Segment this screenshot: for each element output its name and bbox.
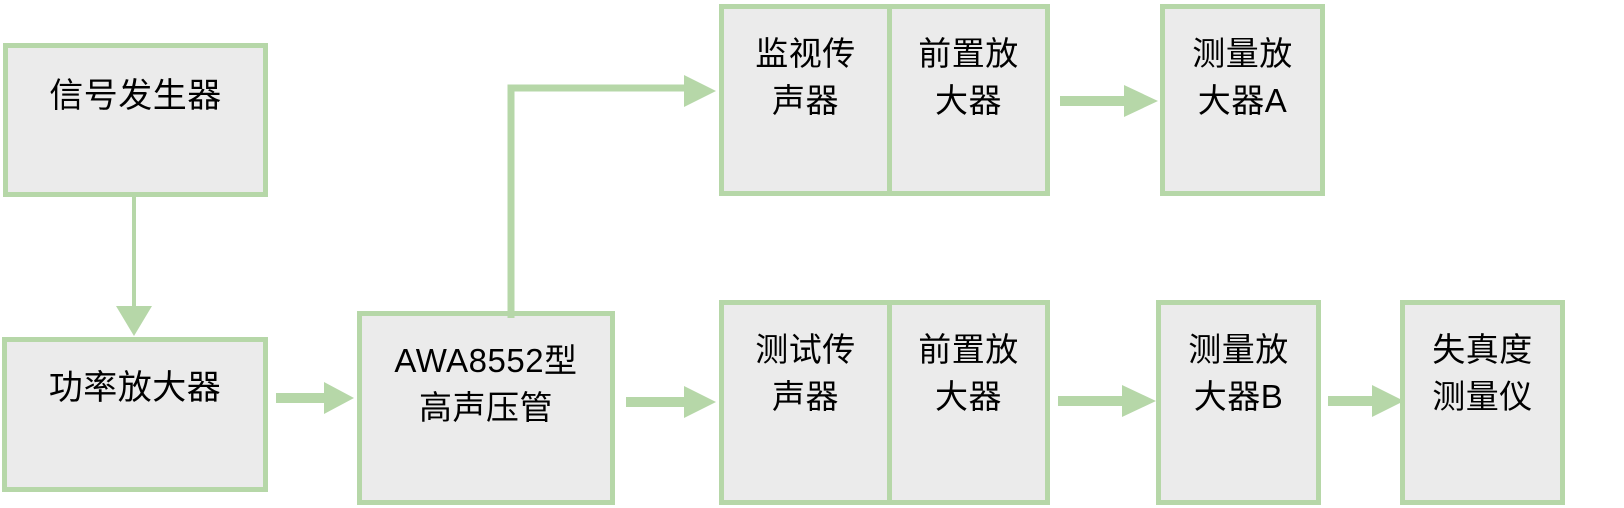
pair-monitor-preamp-top: 监视传 声器 前置放 大器	[719, 4, 1050, 196]
node-signal-generator-label: 信号发生器	[49, 77, 222, 115]
node-test-microphone-label: 测试传 声器	[755, 331, 856, 415]
node-preamplifier-top[interactable]: 前置放 大器	[887, 4, 1050, 196]
node-power-amplifier-label: 功率放大器	[48, 369, 222, 407]
edge-preamplifier-bottom-to-measuring-amplifier-b	[1058, 382, 1162, 422]
edge-high-pressure-tube-to-test-microphone	[626, 382, 722, 422]
edge-signal-generator-to-power-amplifier	[104, 194, 164, 340]
node-preamplifier-bottom[interactable]: 前置放 大器	[887, 300, 1050, 505]
edge-measuring-amplifier-b-to-distortion-meter	[1328, 382, 1408, 422]
node-measuring-amplifier-a-label: 测量放 大器A	[1192, 35, 1293, 119]
edge-power-amplifier-to-high-pressure-tube	[276, 378, 358, 418]
node-measuring-amplifier-a[interactable]: 测量放 大器A	[1160, 4, 1325, 196]
node-preamplifier-bottom-label: 前置放 大器	[918, 331, 1019, 415]
node-measuring-amplifier-b-label: 测量放 大器B	[1188, 331, 1289, 415]
node-measuring-amplifier-b[interactable]: 测量放 大器B	[1156, 300, 1321, 505]
node-high-pressure-tube-label: AWA8552型 高声压管	[394, 342, 578, 426]
edge-high-pressure-tube-to-monitor-microphone	[494, 75, 730, 318]
node-preamplifier-top-label: 前置放 大器	[918, 35, 1019, 119]
node-monitor-microphone-label: 监视传 声器	[755, 35, 856, 119]
edge-preamplifier-top-to-measuring-amplifier-a	[1060, 82, 1164, 122]
node-monitor-microphone[interactable]: 监视传 声器	[719, 4, 892, 196]
node-distortion-meter[interactable]: 失真度 测量仪	[1400, 300, 1565, 505]
node-power-amplifier[interactable]: 功率放大器	[2, 337, 268, 492]
pair-test-preamp-bottom: 测试传 声器 前置放 大器	[719, 300, 1050, 505]
node-distortion-meter-label: 失真度 测量仪	[1432, 331, 1533, 415]
node-test-microphone[interactable]: 测试传 声器	[719, 300, 892, 505]
node-high-pressure-tube[interactable]: AWA8552型 高声压管	[357, 311, 615, 505]
node-signal-generator[interactable]: 信号发生器	[3, 43, 268, 197]
